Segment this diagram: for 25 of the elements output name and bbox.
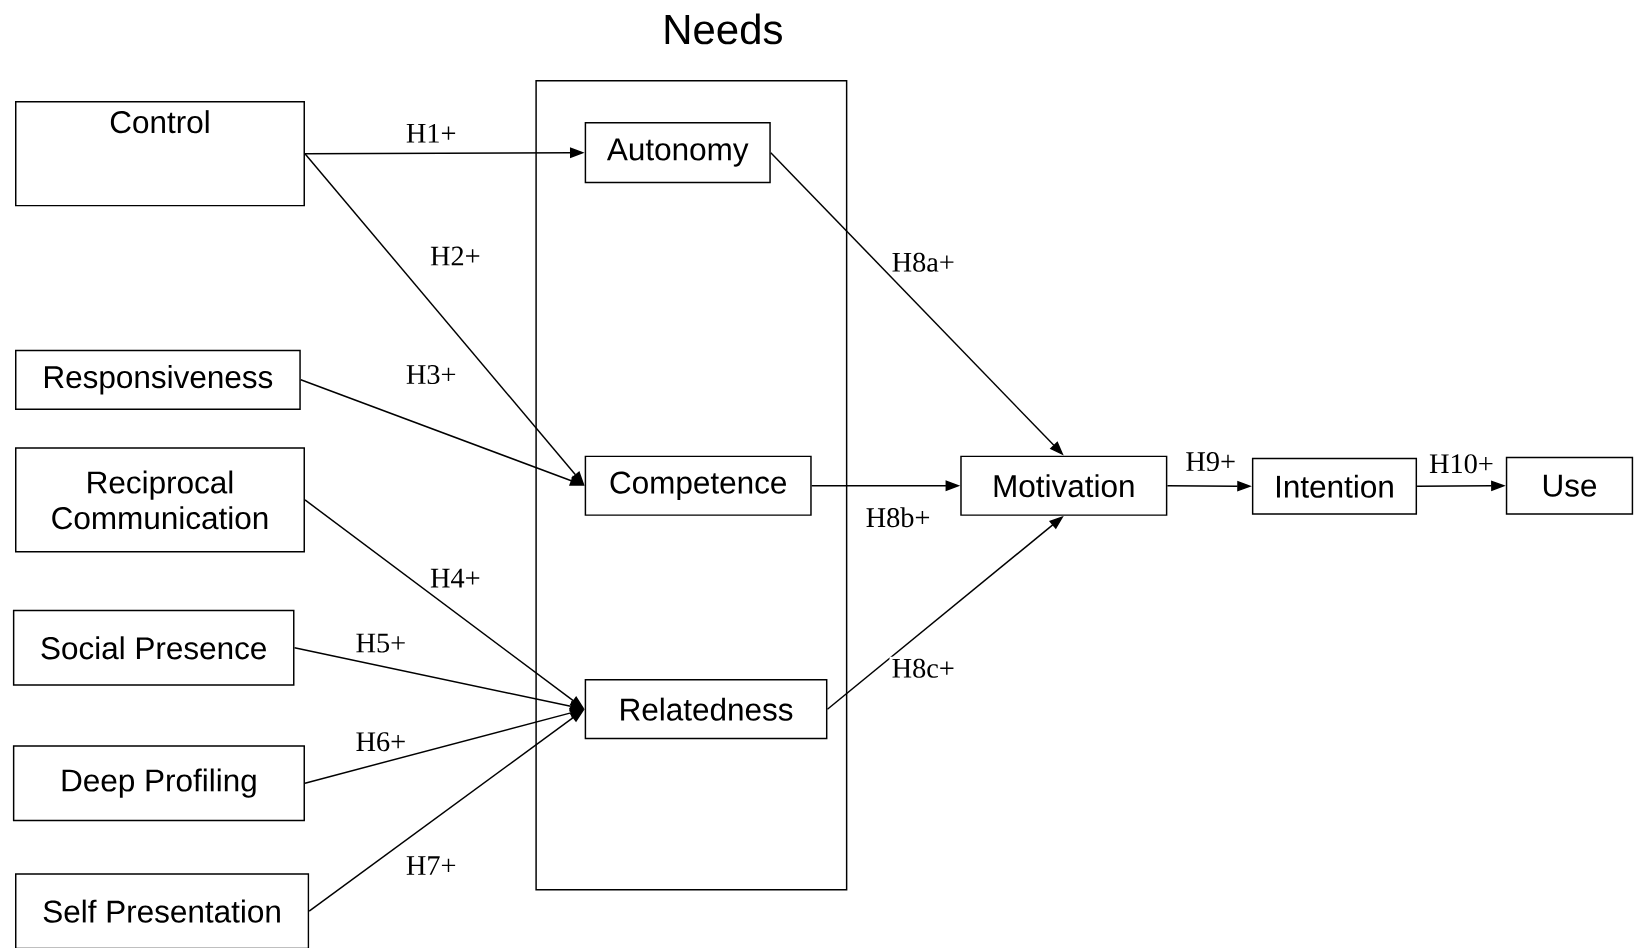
concept-box: Control [15,100,305,207]
concept-box: Competence [584,455,812,516]
edge-label: H7+ [403,853,459,877]
concept-box: Reciprocal Communication [15,447,305,553]
edge-label: H5+ [353,631,409,655]
concept-box: Responsiveness [15,349,301,410]
concept-box: Self Presentation [15,873,310,948]
concept-box: Autonomy [584,121,771,184]
edge-label: H8c+ [889,656,957,680]
edge-label: H4+ [427,566,483,590]
edge-label: H3+ [403,362,459,386]
concept-box: Social Presence [12,609,295,686]
process-box: Use [1505,456,1634,515]
edge-label: H2+ [427,244,483,268]
process-box: Intention [1251,457,1418,515]
edge-label: H10+ [1426,451,1496,476]
edge-label: H9+ [1183,449,1239,474]
edge-label: H6+ [353,729,409,754]
edge-label: H1+ [403,121,459,145]
edge-label: H8b+ [863,504,933,530]
concept-box: Relatedness [584,678,828,740]
concept-box: Deep Profiling [12,745,305,821]
edge-label: H8a+ [889,250,957,274]
node-label: Needs [665,13,782,45]
process-box: Motivation [960,455,1168,516]
